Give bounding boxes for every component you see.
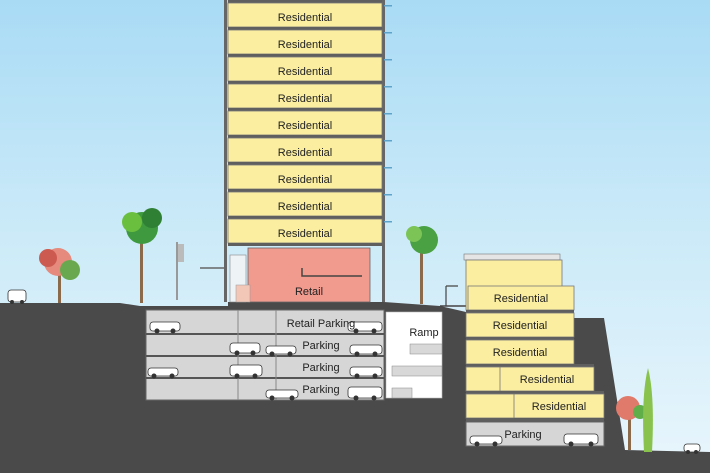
ramp-level: [391, 387, 413, 399]
car: [469, 435, 503, 447]
ramp-structure: [385, 311, 443, 399]
balcony-rail: [384, 59, 392, 61]
floor-slab: [228, 162, 382, 165]
balcony-rail: [384, 86, 392, 88]
floor-slab: [228, 81, 382, 84]
tower-floors: [227, 0, 392, 246]
car: [563, 433, 599, 447]
tower-column-left: [224, 0, 227, 302]
car: [347, 386, 383, 401]
lobby-planter: [235, 284, 251, 303]
floor-slab: [228, 243, 382, 246]
residential-floor: [227, 29, 383, 55]
retail-mezzanine: [301, 268, 362, 277]
balcony-rail: [384, 113, 392, 115]
tree: [122, 208, 162, 303]
residential-unit: [465, 393, 515, 419]
tower-column-right: [382, 0, 385, 302]
floor-slab: [228, 54, 382, 57]
floor-slab: [228, 216, 382, 219]
car: [265, 345, 297, 357]
car: [229, 342, 261, 356]
balcony-rail: [384, 194, 392, 196]
floor-slab: [228, 189, 382, 192]
ramp-level: [409, 343, 443, 355]
car: [149, 321, 181, 334]
podium-stair: [445, 285, 458, 306]
street-sign: [176, 242, 178, 300]
residential-floor: [227, 56, 383, 82]
tree: [406, 226, 438, 304]
residential-floor: [227, 191, 383, 217]
floor-slab: [466, 337, 574, 340]
residential-floor: [227, 83, 383, 109]
floor-slab: [466, 310, 574, 313]
car: [349, 344, 383, 357]
residential-unit: [465, 366, 501, 392]
car: [229, 364, 263, 379]
floor-slab: [228, 135, 382, 138]
retail-space: [247, 247, 371, 303]
floor-slab: [228, 108, 382, 111]
balcony-rail: [384, 167, 392, 169]
floor-slab: [466, 391, 604, 394]
residential-floor: [227, 164, 383, 190]
residential-floor: [227, 2, 383, 28]
residential-level: [467, 285, 575, 311]
floor-slab: [466, 364, 594, 367]
residential-floor: [227, 137, 383, 163]
balcony-rail: [384, 32, 392, 34]
car: [683, 443, 701, 454]
podium-levels: [465, 259, 605, 422]
residential-level: [465, 339, 575, 365]
ramp-level: [391, 365, 443, 377]
tree: [39, 248, 80, 303]
floor-slab: [228, 0, 382, 3]
podium-roof: [463, 253, 561, 261]
balcony-rail: [384, 140, 392, 142]
cypress-tree: [643, 368, 653, 452]
balcony-rail: [384, 221, 392, 223]
floor-slab: [466, 419, 604, 422]
residential-level: [465, 312, 575, 338]
residential-floor: [227, 110, 383, 136]
residential-floor: [227, 218, 383, 244]
balcony-rail: [384, 5, 392, 7]
car: [7, 289, 27, 304]
car: [347, 321, 383, 334]
car: [265, 389, 299, 401]
street-sign-panel: [178, 244, 184, 262]
car: [349, 366, 383, 379]
car: [147, 367, 179, 379]
floor-slab: [228, 27, 382, 30]
